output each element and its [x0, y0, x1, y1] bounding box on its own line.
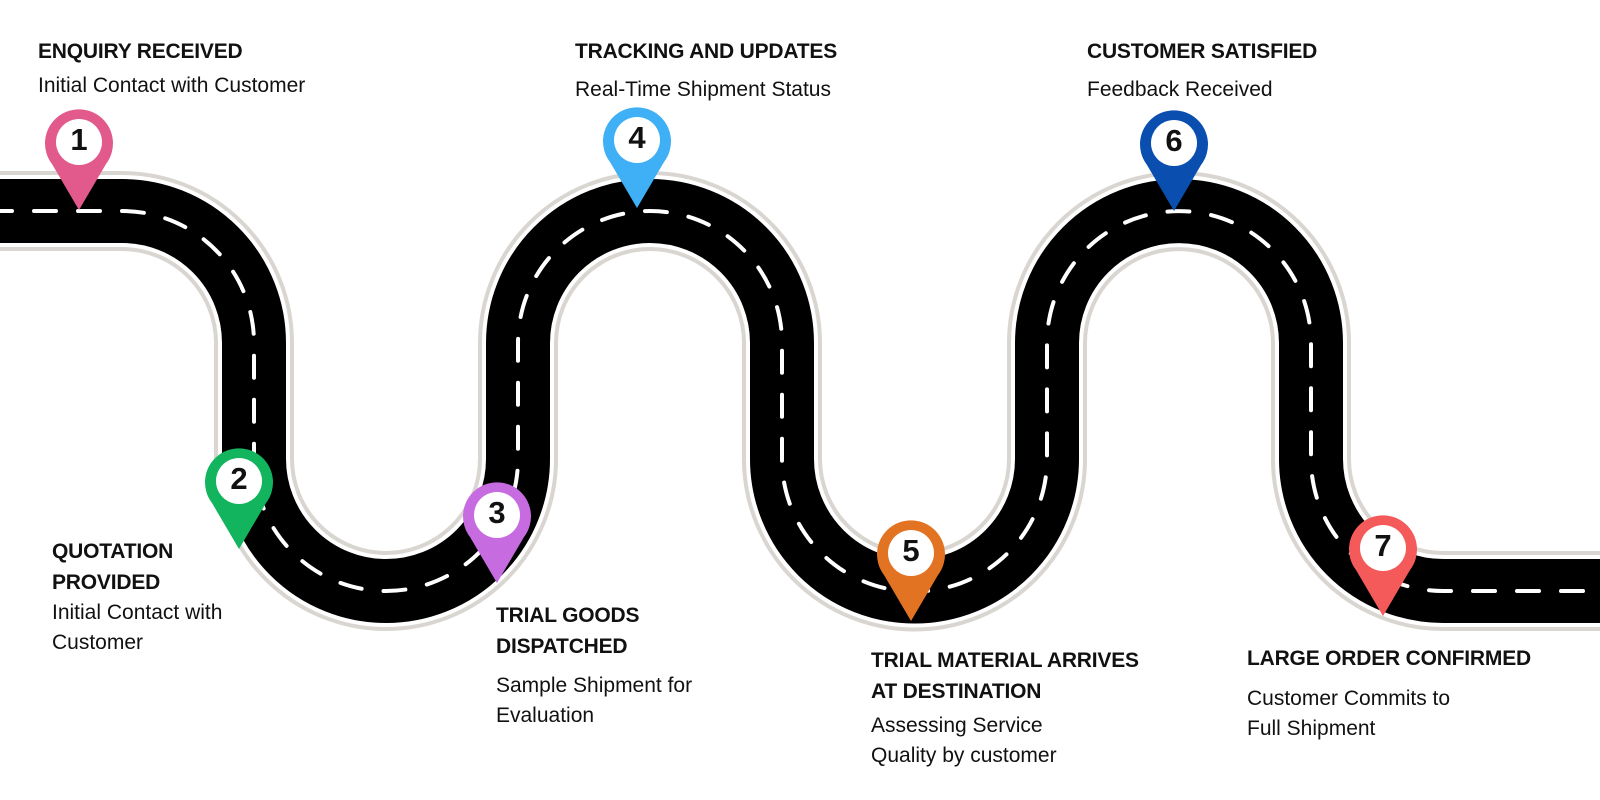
step-1-label: ENQUIRY RECEIVED Initial Contact with Cu…: [38, 36, 305, 101]
map-pin-icon: 2: [204, 447, 274, 551]
step-description: Initial Contact with Customer: [52, 601, 223, 654]
step-number: 7: [1374, 528, 1392, 563]
step-title: TRACKING AND UPDATES: [575, 40, 837, 63]
step-number: 2: [230, 461, 248, 496]
step-title: CUSTOMER SATISFIED: [1087, 40, 1318, 63]
step-description: Sample Shipment for Evaluation: [496, 674, 693, 727]
step-title: TRIAL GOODS DISPATCHED: [496, 604, 640, 658]
step-number: 6: [1165, 123, 1183, 158]
step-description: Real-Time Shipment Status: [575, 78, 831, 101]
step-description: Initial Contact with Customer: [38, 74, 306, 97]
step-number: 3: [488, 495, 506, 530]
lane-marking: [0, 209, 1600, 594]
step-5-label: TRIAL MATERIAL ARRIVES AT DESTINATION As…: [871, 645, 1139, 771]
map-pin-icon: 1: [44, 108, 114, 212]
step-7-label: LARGE ORDER CONFIRMED Customer Commits t…: [1247, 643, 1531, 744]
step-number: 4: [628, 120, 646, 155]
step-title: ENQUIRY RECEIVED: [38, 40, 243, 63]
step-title: TRIAL MATERIAL ARRIVES AT DESTINATION: [871, 649, 1139, 703]
map-pin-icon: 6: [1139, 109, 1209, 213]
step-number: 5: [902, 533, 920, 568]
step-3-label: TRIAL GOODS DISPATCHED Sample Shipment f…: [496, 600, 692, 731]
step-description: Customer Commits to Full Shipment: [1247, 687, 1451, 740]
step-6-label: CUSTOMER SATISFIED Feedback Received: [1087, 36, 1317, 105]
step-title: LARGE ORDER CONFIRMED: [1247, 647, 1531, 670]
map-pin-icon: 4: [602, 106, 672, 210]
map-pin-icon: 5: [876, 519, 946, 623]
map-pin-icon: 7: [1348, 514, 1418, 618]
step-title: QUOTATION PROVIDED: [52, 540, 174, 594]
step-description: Assessing Service Quality by customer: [871, 714, 1057, 767]
step-description: Feedback Received: [1087, 78, 1273, 101]
step-4-label: TRACKING AND UPDATES Real-Time Shipment …: [575, 36, 837, 105]
step-2-label: QUOTATION PROVIDED Initial Contact with …: [52, 536, 222, 658]
map-pin-icon: 3: [462, 481, 532, 585]
step-number: 1: [70, 122, 88, 157]
